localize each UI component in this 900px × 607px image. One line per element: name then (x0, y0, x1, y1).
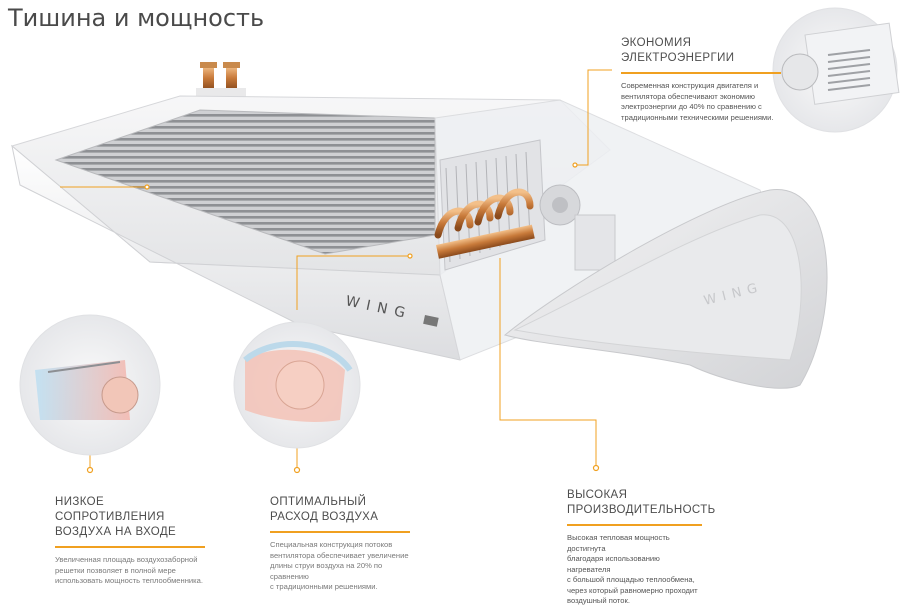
feature-heading: ЭКОНОМИЯ ЭЛЕКТРОЭНЕРГИИ (621, 37, 735, 64)
feature-description: Увеличенная площадь воздухозаборной реше… (55, 555, 203, 585)
feature-description: Специальная конструкция потоков вентилят… (270, 540, 409, 591)
accent-rule (567, 524, 702, 526)
callout-dots (86, 162, 600, 474)
feature-heading: ОПТИМАЛЬНЫЙ РАСХОД ВОЗДУХА (270, 496, 379, 523)
heat-exchanger (434, 139, 546, 271)
fan-motor (539, 184, 616, 271)
pipe-connectors (196, 62, 246, 98)
device-illustration: WING WING (10, 7, 900, 474)
feature-economy: ЭКОНОМИЯ ЭЛЕКТРОЭНЕРГИИ Современная конс… (621, 36, 781, 123)
detail-circle-motor (772, 7, 900, 133)
detail-circle-flow (233, 321, 361, 449)
accent-rule (270, 531, 410, 533)
accent-rule (55, 546, 205, 548)
feature-heading: НИЗКОЕ СОПРОТИВЛЕНИЯ ВОЗДУХА НА ВХОДЕ (55, 496, 177, 538)
detail-circle-intake (19, 314, 161, 456)
feature-low-resistance: НИЗКОЕ СОПРОТИВЛЕНИЯ ВОЗДУХА НА ВХОДЕ Ув… (55, 495, 205, 587)
feature-description: Высокая тепловая мощность достигнута бла… (567, 533, 698, 605)
accent-rule (621, 72, 781, 74)
feature-optimal-flow: ОПТИМАЛЬНЫЙ РАСХОД ВОЗДУХА Специальная к… (270, 495, 410, 593)
feature-description: Современная конструкция двигателя и вент… (621, 81, 774, 122)
page-title: Тишина и мощность (8, 4, 265, 32)
feature-heading: ВЫСОКАЯ ПРОИЗВОДИТЕЛЬНОСТЬ (567, 489, 716, 516)
air-intake-grille (54, 109, 436, 255)
